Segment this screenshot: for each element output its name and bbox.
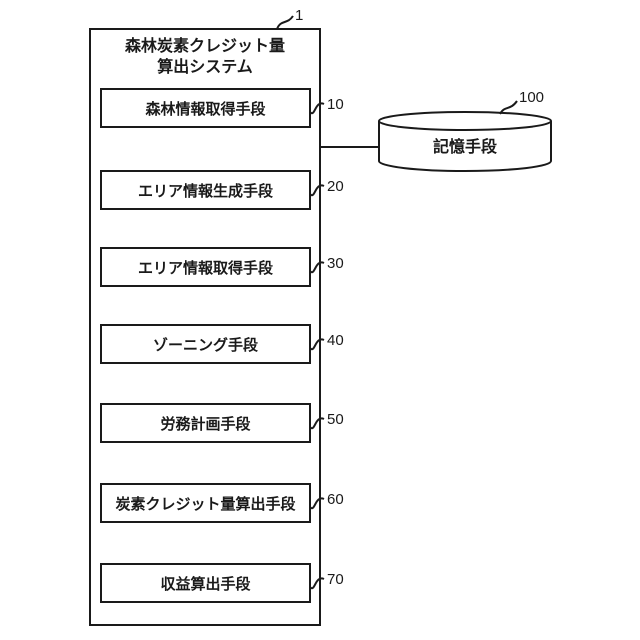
storage-label: 記憶手段 — [432, 139, 497, 156]
system-title-line1: 森林炭素クレジット量 — [124, 38, 285, 55]
leader-ref-30 — [309, 261, 325, 274]
ref-label-10: 10 — [327, 96, 344, 113]
storage-cylinder-body — [378, 121, 552, 172]
leader-ref-60 — [309, 497, 325, 510]
leader-ref-20 — [309, 184, 325, 197]
ref-label-50: 50 — [327, 411, 344, 428]
block-label: エリア情報生成手段 — [137, 182, 273, 200]
block-label: 労務計画手段 — [160, 415, 251, 433]
ref-label-20: 20 — [327, 178, 344, 195]
leader-ref-1 — [276, 15, 294, 30]
ref-label-30: 30 — [327, 255, 344, 272]
system-title-line2: 算出システム — [157, 59, 253, 76]
system-title: 森林炭素クレジット量 算出システム — [89, 36, 321, 78]
leader-ref-70 — [309, 577, 325, 590]
block-zoning: ゾーニング手段 — [100, 324, 311, 364]
block-carbon-credit-calculation: 炭素クレジット量算出手段 — [100, 483, 311, 523]
leader-ref-40 — [309, 338, 325, 351]
block-label: 炭素クレジット量算出手段 — [115, 495, 296, 513]
leader-ref-10 — [309, 102, 325, 115]
leader-ref-50 — [309, 417, 325, 430]
block-revenue-calculation: 収益算出手段 — [100, 563, 311, 603]
ref-label-1: 1 — [295, 7, 304, 24]
storage-cylinder-top — [378, 111, 552, 131]
block-label: 森林情報取得手段 — [145, 100, 266, 118]
block-area-info-generation: エリア情報生成手段 — [100, 170, 311, 210]
block-forest-info-acquisition: 森林情報取得手段 — [100, 88, 311, 128]
leader-ref-100 — [499, 100, 518, 115]
ref-label-100: 100 — [519, 89, 545, 106]
ref-label-70: 70 — [327, 571, 344, 588]
ref-label-40: 40 — [327, 332, 344, 349]
block-labor-planning: 労務計画手段 — [100, 403, 311, 443]
system-box — [89, 28, 321, 626]
block-area-info-acquisition: エリア情報取得手段 — [100, 247, 311, 287]
block-label: エリア情報取得手段 — [137, 259, 273, 277]
block-label: ゾーニング手段 — [152, 336, 258, 354]
ref-label-60: 60 — [327, 491, 344, 508]
block-label: 収益算出手段 — [160, 575, 251, 593]
